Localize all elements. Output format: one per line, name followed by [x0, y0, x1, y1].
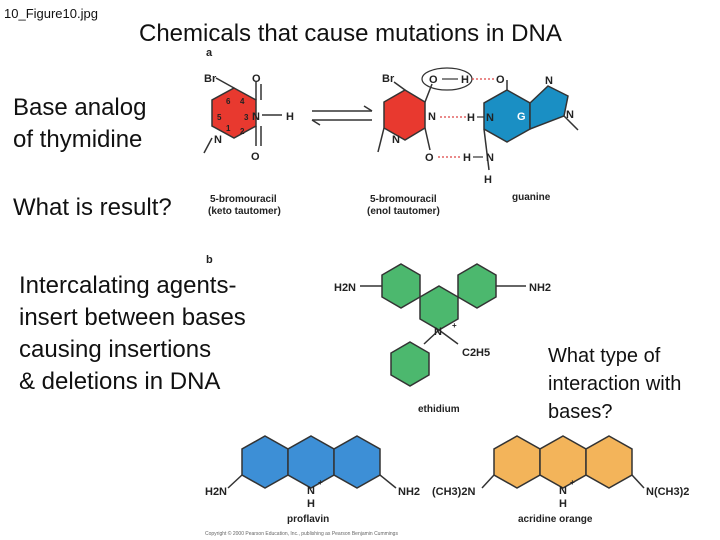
atom-n: N: [434, 326, 442, 338]
interaction-question: What type of interaction with bases?: [548, 342, 681, 426]
acridine-ring: [493, 435, 541, 489]
atom-h: H: [559, 498, 567, 510]
atom-n: N: [486, 112, 494, 124]
text-line: insert between bases: [19, 304, 246, 331]
equilibrium-arrow-icon: [311, 105, 373, 126]
charge-plus: +: [452, 321, 457, 330]
keto-caption-line: (keto tautomer): [208, 206, 281, 217]
atom-o: O: [251, 151, 260, 163]
ring-number: 1: [226, 124, 231, 133]
proflavin-ring: [333, 435, 381, 489]
result-question: What is result?: [13, 194, 172, 221]
atom-n: N: [214, 134, 222, 146]
atom-n: N: [545, 75, 553, 87]
panel-label-b: b: [206, 254, 213, 266]
proflavin-ring: [241, 435, 289, 489]
ring-number: 3: [244, 113, 249, 122]
proflavin-caption: proflavin: [287, 514, 329, 525]
text-line: Intercalating agents-: [19, 272, 237, 299]
acridine-orange-molecule: [481, 435, 645, 489]
ethidium-ring: [457, 263, 497, 309]
text-line: Base analog: [13, 94, 147, 121]
charge-plus: +: [570, 478, 575, 487]
ethidium-ring: [390, 341, 430, 387]
text-line: bases?: [548, 401, 613, 423]
acridine-ch3-right: N(CH3)2: [646, 486, 689, 498]
ring-number: 6: [226, 97, 231, 106]
keto-caption-line: 5-bromouracil: [210, 194, 277, 205]
file-label: 10_Figure10.jpg: [4, 6, 98, 21]
atom-h: H: [467, 112, 475, 124]
atom-br: Br: [382, 73, 395, 85]
atom-o: O: [496, 74, 505, 86]
atom-h: H: [463, 152, 471, 164]
ethidium-caption: ethidium: [418, 404, 460, 415]
proflavin-h2n: H2N: [205, 486, 227, 498]
atom-o: O: [425, 152, 434, 164]
atom-br: Br: [204, 73, 217, 85]
acridine-ring: [585, 435, 633, 489]
text-line: interaction with: [548, 373, 682, 395]
page-title: Chemicals that cause mutations in DNA: [139, 20, 562, 47]
ethidium-molecule: [360, 263, 526, 387]
proflavin-molecule: [227, 435, 397, 489]
atom-n: N: [392, 134, 400, 146]
text-line: of thymidine: [13, 126, 143, 153]
guanine-5-ring: [529, 85, 569, 131]
proflavin-nh2: NH2: [398, 486, 420, 498]
enol-ring: [383, 89, 426, 141]
atom-n: N: [252, 111, 260, 123]
panel-label-a: a: [206, 47, 213, 59]
ethidium-c2h5: C2H5: [462, 347, 490, 359]
atom-h: H: [461, 74, 469, 86]
atom-n: N: [559, 485, 567, 497]
hydrogen-bonds: H H: [438, 78, 496, 164]
ethidium-h2n: H2N: [334, 282, 356, 294]
guanine-molecule: O N N H G N N guanine: [483, 74, 579, 203]
atom-n: N: [486, 152, 494, 164]
ring-number: 5: [217, 113, 222, 122]
ethidium-ring: [381, 263, 421, 309]
ring-number: 4: [240, 97, 245, 106]
acridine-ring: [539, 435, 587, 489]
ethidium-nh2: NH2: [529, 282, 551, 294]
atom-o: O: [429, 74, 438, 86]
atom-h: H: [307, 498, 315, 510]
text-line: & deletions in DNA: [19, 368, 221, 395]
atom-n: N: [428, 111, 436, 123]
atom-n: N: [566, 109, 574, 121]
intercalating-text: Intercalating agents- insert between bas…: [19, 270, 246, 398]
atom-h: H: [484, 174, 492, 186]
charge-plus: +: [318, 478, 323, 487]
ring-number: 2: [240, 127, 245, 136]
text-line: causing insertions: [19, 336, 212, 363]
text-line: What type of: [548, 345, 661, 367]
atom-h: H: [286, 111, 294, 123]
guanine-caption: guanine: [512, 192, 551, 203]
copyright-notice: Copyright © 2000 Pearson Education, Inc.…: [205, 530, 398, 537]
guanine-letter: G: [517, 111, 526, 123]
atom-n: N: [307, 485, 315, 497]
enol-caption-line: 5-bromouracil: [370, 194, 437, 205]
acridine-ch3-left: (CH3)2N: [432, 486, 475, 498]
base-analog-text: Base analog of thymidine: [13, 92, 146, 156]
enol-bromouracil-molecule: Br O H N N O 5-bromouracil (enol tautome…: [367, 67, 473, 217]
atom-o: O: [252, 73, 261, 85]
enol-caption-line: (enol tautomer): [367, 206, 440, 217]
proflavin-ring: [287, 435, 335, 489]
acridine-caption: acridine orange: [518, 514, 593, 525]
keto-bromouracil-molecule: Br O N H N O 6 4 5 3 1 2 5-bromouracil (…: [203, 73, 294, 217]
